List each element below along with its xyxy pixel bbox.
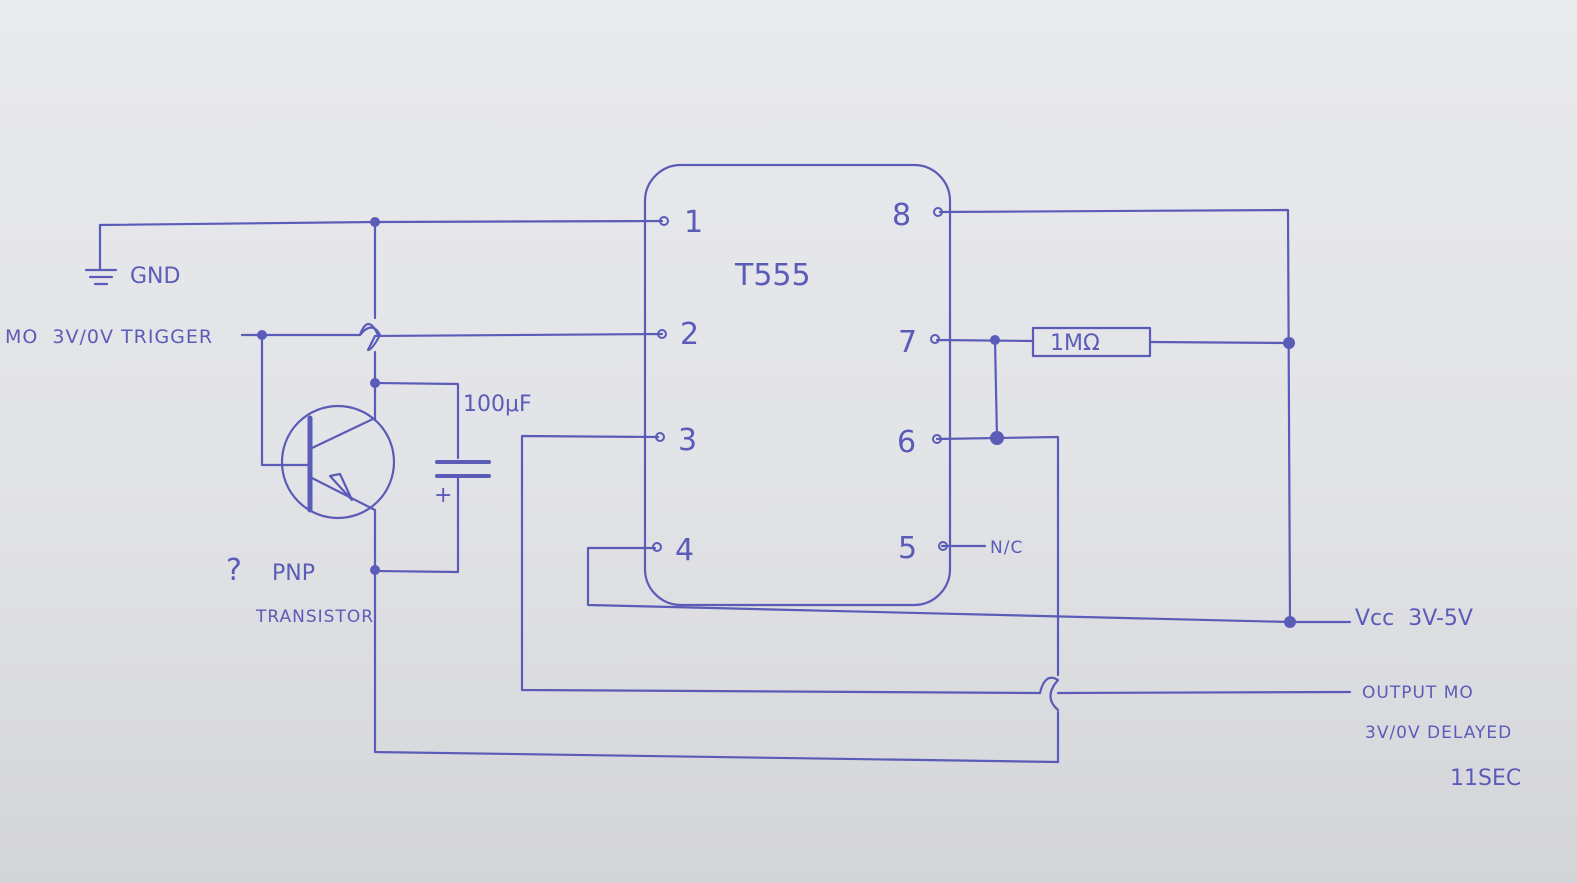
resistor-to-vcc xyxy=(1148,340,1291,345)
pin8-number: 8 xyxy=(892,198,911,233)
trigger-hop xyxy=(358,322,380,337)
pin1-number: 1 xyxy=(684,205,703,240)
output-wire xyxy=(1056,690,1352,695)
pin3-pad xyxy=(655,432,665,442)
pin7-wire xyxy=(935,338,1035,343)
pin6-wire xyxy=(935,435,1060,764)
pin8-wire xyxy=(938,208,1292,624)
pin7-number: 7 xyxy=(898,325,917,360)
transistor-word-label: TRANSISTOR xyxy=(255,607,374,627)
capacitor-symbol-icon xyxy=(435,460,491,478)
trigger-label: MO 3V/0V TRIGGER xyxy=(5,326,213,348)
output-label-3: 11SEC xyxy=(1450,766,1521,791)
pin3-wire xyxy=(520,434,1042,695)
pin7-pin6-bridge xyxy=(993,338,999,440)
pin1-pad xyxy=(659,216,669,226)
question-label: ? xyxy=(226,553,242,588)
gnd-label: GND xyxy=(130,264,180,289)
output-hop xyxy=(1038,676,1060,712)
pin5-pad xyxy=(938,541,948,551)
transistor-type-label: PNP xyxy=(272,561,315,586)
pin2-number: 2 xyxy=(680,317,699,352)
output-label-2: 3V/0V DELAYED xyxy=(1365,723,1512,743)
resistor-label: 1MΩ xyxy=(1050,331,1100,356)
junction-pin6 xyxy=(990,431,1004,445)
pin3-number: 3 xyxy=(678,423,697,458)
pin4-number: 4 xyxy=(675,533,694,568)
chip-label: T555 xyxy=(734,258,811,293)
capacitor-label: 100μF xyxy=(463,392,532,417)
trigger-to-base xyxy=(260,333,312,467)
vcc-label: Vcc 3V-5V xyxy=(1355,606,1473,631)
gnd-wire xyxy=(98,219,664,227)
pin6-pad xyxy=(932,434,942,444)
pin2-pad xyxy=(657,329,667,339)
cap-polarity-label: + xyxy=(434,483,452,508)
pin4-wire xyxy=(586,546,1352,624)
ic-body xyxy=(643,163,952,607)
output-label-1: OUTPUT MO xyxy=(1362,683,1474,703)
trigger-wire xyxy=(240,326,664,352)
pin4-pad xyxy=(652,542,662,552)
pin5-number: 5 xyxy=(898,531,917,566)
cap-top-wire xyxy=(373,381,460,460)
nc-label: N/C xyxy=(990,538,1023,558)
emitter-wire xyxy=(373,508,1060,764)
ground-symbol-icon xyxy=(84,268,118,286)
pnp-transistor-icon xyxy=(280,404,396,520)
pin7-pad xyxy=(930,334,940,344)
pin6-number: 6 xyxy=(897,425,916,460)
pin8-pad xyxy=(933,207,943,217)
cap-bottom-wire xyxy=(373,476,460,574)
